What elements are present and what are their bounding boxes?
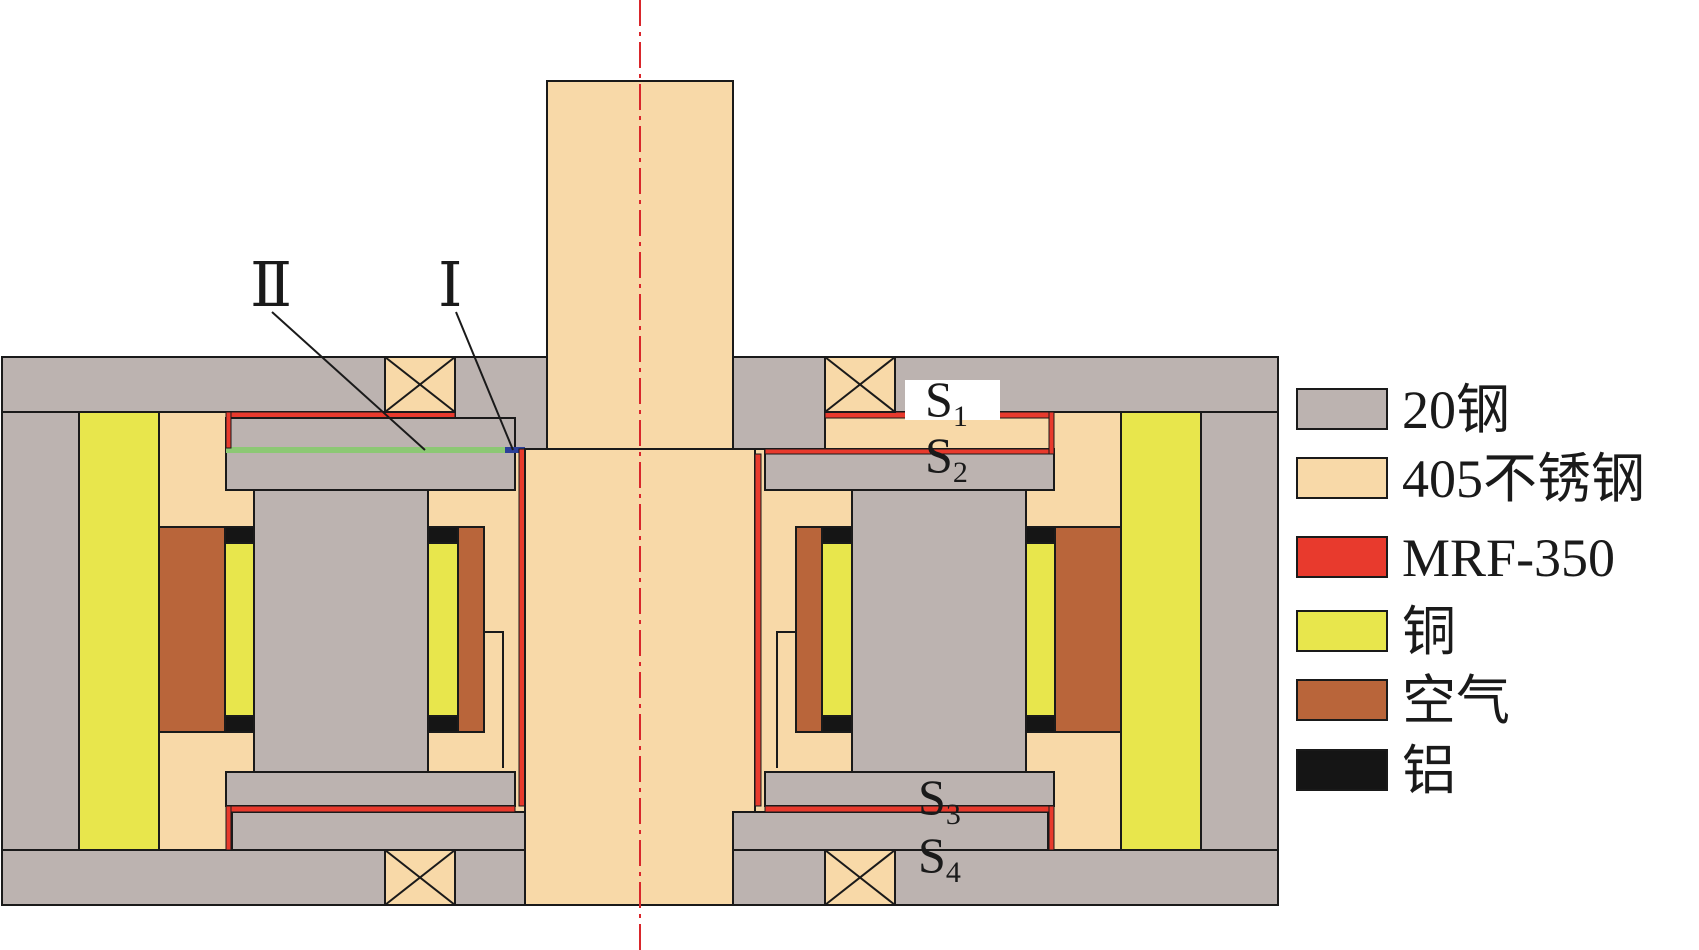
svg-text:405不锈钢: 405不锈钢 [1402,449,1645,509]
left-inner-coil [224,542,255,717]
svg-text:铝: 铝 [1402,741,1456,801]
svg-text:S3: S3 [918,769,961,831]
right-air-block-outer [1054,526,1122,733]
left-air-block-outer [158,526,226,733]
svg-text:铜: 铜 [1402,602,1456,662]
right-mrf-vertical-top [1048,411,1055,455]
right-inner-ring-bottom [764,771,1055,807]
legend-item-405-stainless: 405不锈钢 [1296,449,1645,509]
left-bottom-seal-box [384,849,456,906]
left-bottom-plate [1,849,548,906]
cross-section [1,80,1279,906]
left-top-seal-box [384,356,456,413]
svg-text:MRF-350: MRF-350 [1402,528,1615,588]
svg-text:空气: 空气 [1402,671,1510,731]
right-bottom-plate [732,849,1279,906]
left-inner-ring-top2 [225,447,516,491]
right-inner-coil [1025,542,1056,717]
leader-i [455,311,514,451]
legend-item-aluminum: 铝 [1296,741,1456,801]
left-aluminum-top-r [427,526,459,544]
legend-item-copper: 铜 [1296,602,1456,662]
left-inner-outline [484,631,504,768]
region-label-ii: Ⅱ [250,252,292,320]
svg-text:S1: S1 [925,371,968,433]
svg-text:20钢: 20钢 [1402,380,1510,440]
left-mrf-vertical-bottom [225,805,232,851]
left-inner-coil-r [427,542,459,717]
left-aluminum-top [224,526,255,544]
left-mrf-vertical-top [225,411,232,449]
left-aluminum-bottom-r [427,715,459,733]
right-outer-wall [1200,411,1279,851]
right-core [851,489,1027,773]
right-aluminum-top [1025,526,1056,544]
legend: 20钢 405不锈钢 MRF-350 铜 空气 铝 [1296,380,1645,801]
gap-label-s4: S4 [918,827,961,889]
left-aluminum-bottom [224,715,255,733]
left-inner-ring-bottom [225,771,516,807]
gap-label-s3: S3 [918,769,961,831]
right-mrf-gap-s3 [764,805,1055,813]
right-aluminum-bottom [1025,715,1056,733]
legend-item-air: 空气 [1296,671,1510,731]
right-top-seal-box [824,356,896,413]
left-core [253,489,429,773]
left-outer-coil [78,411,160,851]
leader-ii [271,311,426,451]
right-air-block-inner [795,526,823,733]
gap-label-s2: S2 [925,427,968,489]
right-outer-coil [1120,411,1202,851]
left-inner-ring-top [225,417,516,449]
left-air-block-inner [457,526,485,733]
region-label-i: Ⅰ [438,252,463,320]
right-top-step [732,356,826,450]
gap-label-s1: S1 [905,371,1000,433]
right-bottom-step [732,811,1049,851]
right-inner-outline [776,631,796,768]
right-inner-coil-l [821,542,853,717]
left-bottom-step [231,811,548,851]
legend-item-mrf-350: MRF-350 [1296,528,1615,588]
svg-text:S4: S4 [918,827,961,889]
right-aluminum-bottom-l [821,715,853,733]
right-mrf-shaft [754,453,762,807]
svg-text:S2: S2 [925,427,968,489]
right-aluminum-top-l [821,526,853,544]
legend-item-20-steel: 20钢 [1296,380,1510,440]
left-outer-wall [1,411,80,851]
right-mrf-vertical-bottom [1048,805,1055,851]
left-mrf-gap-s4 [225,805,516,813]
right-bottom-seal-box [824,849,896,906]
